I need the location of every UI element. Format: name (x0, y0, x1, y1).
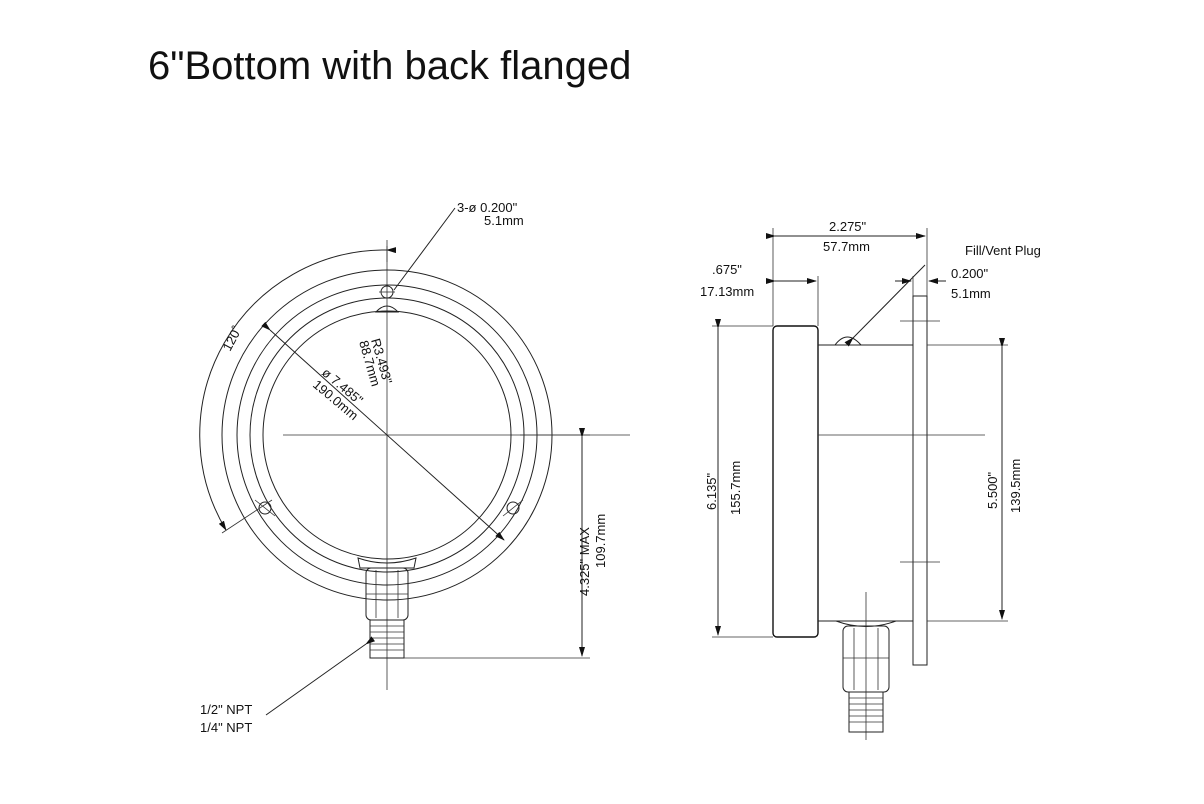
angle-arc (199, 247, 397, 531)
npt-thread (369, 619, 405, 659)
front-view: 120˚ 3-ø 0.200" 5.1mm R3.493" 88.7mm ø 7… (199, 200, 630, 735)
plug-leader-line (844, 264, 926, 347)
flange-label-line2: 5.1mm (951, 286, 991, 301)
side-hex-socket (842, 625, 890, 693)
npt-leader-line (265, 636, 376, 716)
depth-label-line2: 57.7mm (823, 239, 870, 254)
plug-label: Fill/Vent Plug (965, 243, 1041, 258)
bezel-label-line2: 17.13mm (700, 284, 754, 299)
side-view: Fill/Vent Plug 2.275" 57.7mm .675" 17.13… (700, 219, 1041, 740)
socket-neck (357, 557, 417, 569)
diameter-line (261, 321, 505, 541)
side-npt-thread (848, 691, 884, 733)
flange-label-line1: 0.200" (951, 266, 989, 281)
npt-label-line2: 1/4" NPT (200, 720, 252, 735)
page-title: 6"Bottom with back flanged (148, 44, 632, 88)
case-label-line1: 6.135" (704, 472, 719, 510)
flange (912, 295, 928, 666)
height-label-line2: 109.7mm (593, 514, 608, 568)
vent-plug (833, 336, 863, 346)
mounting-hole-right (502, 499, 524, 517)
bezel-label-line1: .675" (712, 262, 742, 277)
mounting-hole-left (254, 499, 276, 517)
bezel (772, 325, 819, 638)
hole-leader-line (393, 207, 456, 291)
npt-label-line1: 1/2" NPT (200, 702, 252, 717)
angle-label: 120˚ (219, 323, 244, 353)
depth-label-line1: 2.275" (829, 219, 867, 234)
body-label-line2: 139.5mm (1008, 459, 1023, 513)
height-label-line1: 4.325" MAX (577, 527, 592, 596)
hole-label-line1: 3-ø 0.200" (457, 200, 518, 215)
hole-label-line2: 5.1mm (484, 213, 524, 228)
body-label-line1: 5.500" (985, 471, 1000, 509)
case-label-line2: 155.7mm (728, 461, 743, 515)
